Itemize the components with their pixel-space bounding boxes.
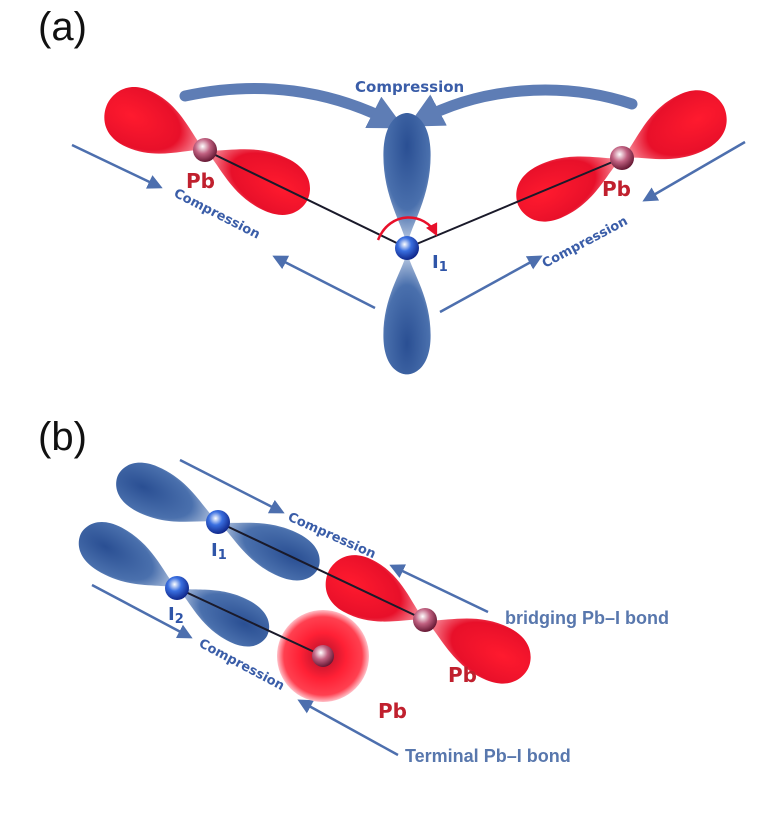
pb-label-left: Pb [186,169,215,193]
compression-arrow-left-lower [272,255,376,310]
panel-b-label: (b) [38,415,87,459]
bond-right [406,157,623,249]
panel-a: (a) Compression Compression Compression [38,5,746,375]
bond-angle-arrow [376,216,438,241]
compression-arrow-right-upper [642,140,746,202]
compression-arrow-b-upper-2 [389,564,489,614]
terminal-bond-label: Terminal Pb–I bond [405,746,571,766]
bond-i1-pb [217,521,426,621]
compression-arrow-b-lower-1 [91,583,193,639]
iodine1-atom [206,510,230,534]
compression-arrow-b-upper-1 [179,458,285,514]
compression-arrow-left-upper [71,143,163,189]
pb-label-bridging: Pb [448,663,477,687]
iodine2-label: I2 [168,604,184,627]
bridging-bond-label: bridging Pb–I bond [505,608,669,628]
compression-label-right: Compression [540,214,631,272]
pb-atom-left [193,138,217,162]
iodine1-label: I1 [211,540,227,563]
panel-a-label: (a) [38,5,87,49]
iodine-label: I1 [432,252,448,275]
pb-atom-bridging [413,608,437,632]
compression-arrow-right-lower [439,255,543,314]
pb-label-terminal: Pb [378,699,407,723]
compression-arrow-b-lower-2 [297,699,399,757]
pb-label-right: Pb [602,177,631,201]
compression-arrow-top-left [179,83,405,129]
compression-label-top: Compression [355,78,464,96]
pb-atom-terminal [312,645,334,667]
bond-i2-pb [176,587,324,657]
compression-arrow-top-right [407,84,638,127]
iodine-atom [395,236,419,260]
bond-left [204,149,408,249]
iodine2-atom [165,576,189,600]
panel-b: (b) Compression Compression [38,415,669,766]
pb-atom-right [610,146,634,170]
